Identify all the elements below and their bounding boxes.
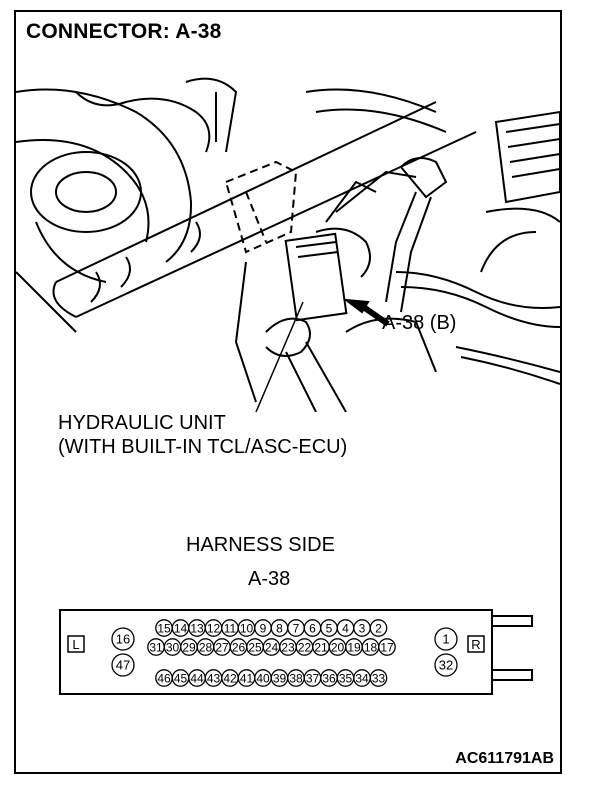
connector-title: CONNECTOR: A-38	[26, 20, 222, 43]
pin-19: 19	[347, 641, 361, 655]
pin-41: 41	[240, 672, 254, 686]
pin-22: 22	[298, 641, 312, 655]
harness-side-heading: HARNESS SIDE	[186, 534, 335, 556]
pin-9: 9	[260, 622, 267, 636]
pin-45: 45	[174, 672, 188, 686]
pin-17-outline	[378, 638, 396, 656]
diagram-frame: CONNECTOR: A-38	[14, 10, 562, 774]
right-mark: R	[471, 637, 480, 652]
pin-35: 35	[339, 672, 353, 686]
pin-32-outline	[434, 653, 458, 677]
right-mark-box	[467, 635, 485, 653]
pin-43: 43	[207, 672, 221, 686]
pin-14: 14	[174, 622, 188, 636]
connector-pointer-label: A-38 (B)	[382, 312, 457, 334]
pin-25: 25	[248, 641, 262, 655]
pin-15: 15	[157, 622, 171, 636]
pin-47-outline	[111, 653, 135, 677]
pin-34: 34	[355, 672, 369, 686]
pin-28: 28	[199, 641, 213, 655]
pin-47: 47	[116, 658, 130, 673]
pin-38: 38	[289, 672, 303, 686]
figure-code: AC611791AB	[455, 750, 554, 767]
pin-30: 30	[166, 641, 180, 655]
pin-37: 37	[306, 672, 320, 686]
pin-33: 33	[372, 672, 386, 686]
pin-40: 40	[256, 672, 270, 686]
pin-6: 6	[309, 622, 316, 636]
pin-44: 44	[190, 672, 204, 686]
pin-2-outline	[369, 619, 388, 637]
pin-46: 46	[157, 672, 171, 686]
pin-16: 16	[116, 632, 130, 647]
pin-32: 32	[439, 658, 453, 673]
pin-3: 3	[359, 622, 366, 636]
pin-26: 26	[232, 641, 246, 655]
pin-4: 4	[342, 622, 349, 636]
hydraulic-unit-sublabel: (WITH BUILT-IN TCL/ASC-ECU)	[58, 436, 348, 458]
left-mark: L	[72, 637, 79, 652]
pin-24: 24	[265, 641, 279, 655]
pin-13: 13	[190, 622, 204, 636]
pin-36: 36	[322, 672, 336, 686]
pin-27: 27	[215, 641, 229, 655]
pin-42: 42	[223, 672, 237, 686]
pin-31: 31	[149, 641, 163, 655]
pin-16-outline	[111, 627, 135, 651]
engine-compartment-illustration	[16, 77, 560, 412]
pin-20: 20	[331, 641, 345, 655]
hydraulic-unit-label: HYDRAULIC UNIT	[58, 412, 226, 434]
pin-23: 23	[281, 641, 295, 655]
pin-21: 21	[314, 641, 328, 655]
pin-7: 7	[293, 622, 300, 636]
pin-11: 11	[224, 622, 237, 636]
pin-2: 2	[375, 622, 382, 636]
pin-18: 18	[364, 641, 378, 655]
pin-39: 39	[273, 672, 287, 686]
pin-1-outline	[434, 627, 458, 651]
pin-29: 29	[182, 641, 196, 655]
pin-10: 10	[240, 622, 254, 636]
left-mark-box	[67, 635, 85, 653]
connector-id: A-38	[248, 568, 291, 590]
pin-12: 12	[207, 622, 221, 636]
pin-1: 1	[442, 632, 449, 647]
pin-5: 5	[326, 622, 333, 636]
pin-8: 8	[276, 622, 283, 636]
pin-33-outline	[369, 669, 388, 687]
pin-17: 17	[380, 641, 394, 655]
